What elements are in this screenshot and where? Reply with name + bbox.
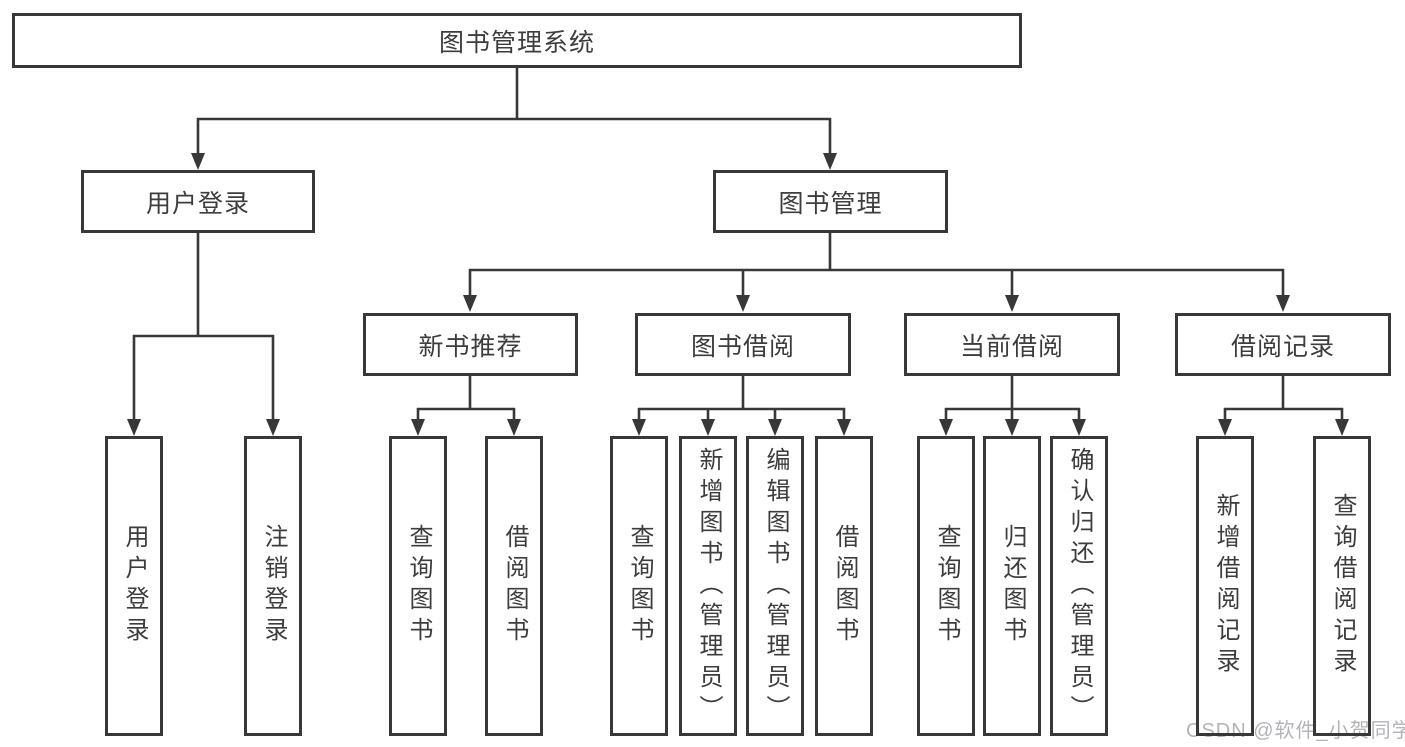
watermark: CSDN @软件_小贺同学 bbox=[1186, 720, 1405, 742]
leaf-current-return-books: 归还图书 bbox=[983, 436, 1041, 736]
leaf-borrowing-query-books-label: 查询图书 bbox=[626, 524, 653, 648]
leaf-recommend-borrow-books-label: 借阅图书 bbox=[501, 524, 528, 648]
leaf-records-add-record-label: 新增借阅记录 bbox=[1212, 493, 1239, 679]
node-book-management: 图书管理 bbox=[713, 170, 948, 233]
node-root-label: 图书管理系统 bbox=[438, 28, 595, 57]
leaf-records-add-record: 新增借阅记录 bbox=[1196, 436, 1254, 736]
node-book-management-label: 图书管理 bbox=[778, 189, 883, 218]
leaf-borrowing-borrow-books: 借阅图书 bbox=[815, 436, 873, 736]
leaf-current-query-books: 查询图书 bbox=[917, 436, 975, 736]
leaf-borrowing-edit-book-admin: 编辑图书（管理员） bbox=[746, 436, 804, 736]
leaf-user-login: 用户登录 bbox=[105, 436, 163, 736]
leaf-logout-label: 注销登录 bbox=[260, 524, 287, 648]
leaf-current-query-books-label: 查询图书 bbox=[933, 524, 960, 648]
leaf-current-return-books-label: 归还图书 bbox=[999, 524, 1026, 648]
node-borrowing-records-label: 借阅记录 bbox=[1230, 332, 1335, 361]
leaf-recommend-borrow-books: 借阅图书 bbox=[485, 436, 543, 736]
node-user-login: 用户登录 bbox=[81, 170, 315, 233]
leaf-current-confirm-return-admin: 确认归还（管理员） bbox=[1050, 436, 1108, 736]
leaf-records-query-record-label: 查询借阅记录 bbox=[1329, 493, 1356, 679]
node-new-book-recommend: 新书推荐 bbox=[363, 313, 578, 376]
leaf-records-query-record: 查询借阅记录 bbox=[1313, 436, 1371, 736]
node-book-borrowing: 图书借阅 bbox=[635, 313, 851, 376]
leaf-borrowing-query-books: 查询图书 bbox=[610, 436, 668, 736]
leaf-recommend-query-books: 查询图书 bbox=[389, 436, 447, 736]
leaf-recommend-query-books-label: 查询图书 bbox=[405, 524, 432, 648]
leaf-borrowing-add-book-admin: 新增图书（管理员） bbox=[679, 436, 737, 736]
leaf-borrowing-borrow-books-label: 借阅图书 bbox=[831, 524, 858, 648]
node-new-book-recommend-label: 新书推荐 bbox=[418, 332, 523, 361]
node-root-library-system: 图书管理系统 bbox=[12, 13, 1022, 68]
leaf-user-login-label: 用户登录 bbox=[121, 524, 148, 648]
leaf-current-confirm-return-admin-label: 确认归还（管理员） bbox=[1066, 446, 1093, 726]
node-borrowing-records: 借阅记录 bbox=[1175, 313, 1391, 376]
node-user-login-label: 用户登录 bbox=[145, 189, 250, 218]
leaf-borrowing-add-book-admin-label: 新增图书（管理员） bbox=[695, 446, 722, 726]
leaf-logout: 注销登录 bbox=[244, 436, 302, 736]
leaf-borrowing-edit-book-admin-label: 编辑图书（管理员） bbox=[762, 446, 789, 726]
node-current-borrowing: 当前借阅 bbox=[904, 313, 1120, 376]
node-current-borrowing-label: 当前借阅 bbox=[959, 332, 1064, 361]
node-book-borrowing-label: 图书借阅 bbox=[690, 332, 795, 361]
